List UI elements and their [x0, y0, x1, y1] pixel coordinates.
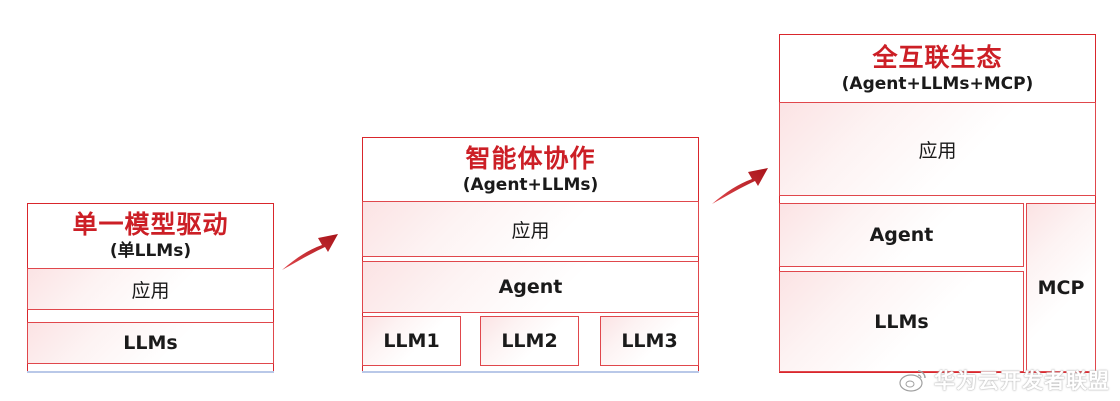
watermark: 华为云开发者联盟 [898, 365, 1110, 395]
stage3-llm-layer: LLMs [779, 271, 1024, 372]
stage2-app-layer: 应用 [362, 202, 699, 257]
weibo-icon [899, 370, 926, 392]
stage3-app-layer: 应用 [779, 103, 1096, 196]
stage2-title: 智能体协作 [465, 143, 596, 173]
stage3-agent-layer: Agent [779, 203, 1024, 267]
stage2-bottom-line [362, 371, 699, 373]
stage2-header-divider [362, 201, 699, 203]
stage2-subtitle: (Agent+LLMs) [462, 174, 599, 195]
arrow-right-icon [712, 168, 768, 204]
stage3-header: 全互联生态 (Agent+LLMs+MCP) [781, 36, 1094, 102]
stage1-app-layer: 应用 [27, 268, 274, 310]
watermark-text: 华为云开发者联盟 [934, 369, 1110, 393]
stage3-subtitle: (Agent+LLMs+MCP) [841, 73, 1034, 94]
stage2-llm1: LLM1 [362, 316, 461, 366]
stage3-title: 全互联生态 [872, 42, 1003, 72]
stage2-llm2: LLM2 [480, 316, 579, 366]
stage1-llm-layer: LLMs [27, 322, 274, 364]
arrow-right-icon [282, 234, 338, 270]
stage2-header: 智能体协作 (Agent+LLMs) [364, 139, 697, 201]
stage2-agent-layer: Agent [362, 261, 699, 313]
stage1-title: 单一模型驱动 [72, 210, 229, 240]
stage3-mcp-layer: MCP [1026, 203, 1096, 372]
stage1-bottom-line [27, 371, 274, 373]
stage1-subtitle: (单LLMs) [109, 241, 192, 262]
stage2-llm3: LLM3 [600, 316, 699, 366]
stage3-header-divider [779, 102, 1096, 104]
stage1-header: 单一模型驱动 (单LLMs) [29, 205, 272, 268]
